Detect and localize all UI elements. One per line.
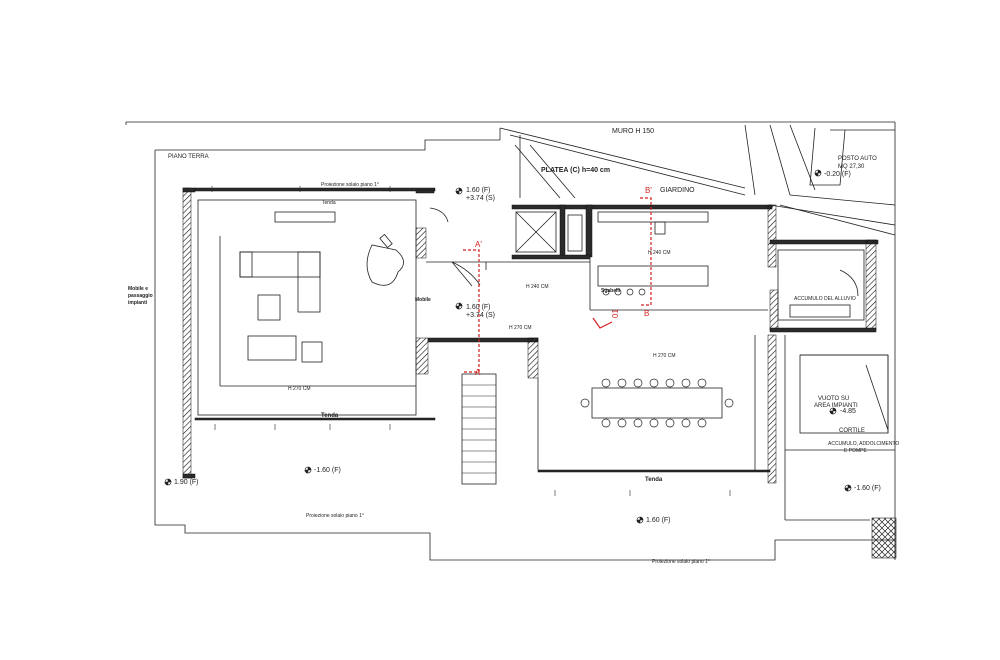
label-proiezione-bottom-right: Proiezione solaio piano 1° — [652, 559, 710, 565]
sheet-frame — [125, 121, 896, 561]
label-posto-auto-2: MQ 27,30 — [838, 164, 865, 170]
label-platea: PLATEA (C) h=40 cm — [541, 167, 610, 174]
label-section-01: 01 — [611, 309, 620, 318]
label-h270-small: H 270 CM — [509, 325, 532, 331]
label-level-top-1: 1.60 (F) — [466, 187, 491, 194]
label-tenda-right: Tenda — [645, 477, 663, 483]
label-h240-kitchen: H 240 CM — [648, 250, 671, 256]
garden-lines — [499, 124, 896, 236]
hatched-corner — [871, 517, 897, 559]
label-vuoto-2: AREA IMPIANTI — [814, 403, 858, 409]
label-mobile-small: Mobile — [415, 297, 431, 303]
label-section-a-top: A' — [475, 240, 482, 249]
label-level-right-bottom: -1.60 (F) — [854, 485, 881, 492]
label-accumulo-1: ACCUMULO, ADDOLCIMENTO — [828, 441, 899, 447]
label-level-vuoto: -4.85 — [840, 408, 856, 415]
label-piano-terra: PIANO TERRA — [168, 154, 209, 160]
label-section-a-bottom: A — [475, 368, 481, 377]
label-mobile-3: impianti — [128, 300, 148, 306]
plan-labels: PIANO TERRA MURO H 150 PLATEA (C) h=40 c… — [128, 128, 899, 565]
dining-chairs — [580, 378, 734, 428]
room-outlines — [197, 199, 895, 521]
label-mobile-1: Mobile e — [128, 286, 148, 292]
label-muro: MURO H 150 — [612, 128, 654, 135]
label-proiezione-bottom-left: Proiezione solaio piano 1° — [306, 513, 364, 519]
label-tenda-top: Tenda — [322, 200, 336, 206]
label-vuoto-1: VUOTO SU — [818, 396, 849, 402]
label-level-top-2: +3.74 (S) — [466, 195, 495, 202]
label-tenda-left: Tenda — [321, 413, 339, 419]
label-lavanderia: ACCUMULO DEL ALLUVIO — [794, 296, 856, 302]
walls — [182, 187, 879, 484]
kitchen-stools — [602, 288, 646, 296]
label-level-bottom-center: 1.60 (F) — [646, 517, 671, 524]
section-lines — [463, 197, 652, 373]
label-level-mid-2: +3.74 (S) — [466, 312, 495, 319]
label-accumulo-2: E POMPE — [844, 448, 867, 454]
level-markers — [164, 169, 852, 524]
label-level-left-bottom: -1.60 (F) — [314, 467, 341, 474]
label-h270-living: H 270 CM — [288, 386, 311, 392]
label-section-b-top: B' — [645, 186, 652, 195]
label-posto-auto-1: POSTO AUTO — [838, 156, 877, 162]
label-sgabelli: Sgabelli — [601, 288, 621, 294]
wall-markers — [211, 186, 731, 496]
label-level-posto: -0.20 (F) — [824, 171, 851, 178]
label-mobile-2: passaggio — [128, 293, 153, 299]
label-section-b-bottom: B — [644, 309, 649, 318]
label-level-corner: 1.90 (F) — [174, 479, 199, 486]
label-h270-main: H 270 CM — [653, 353, 676, 359]
label-giardino: GIARDINO — [660, 187, 695, 194]
label-h240-corridor: H 240 CM — [526, 284, 549, 290]
label-cortile: CORTILE — [839, 428, 865, 434]
label-level-mid-1: 1.60 (F) — [466, 304, 491, 311]
label-proiezione-top: Proiezione solaio piano 1° — [321, 182, 379, 188]
